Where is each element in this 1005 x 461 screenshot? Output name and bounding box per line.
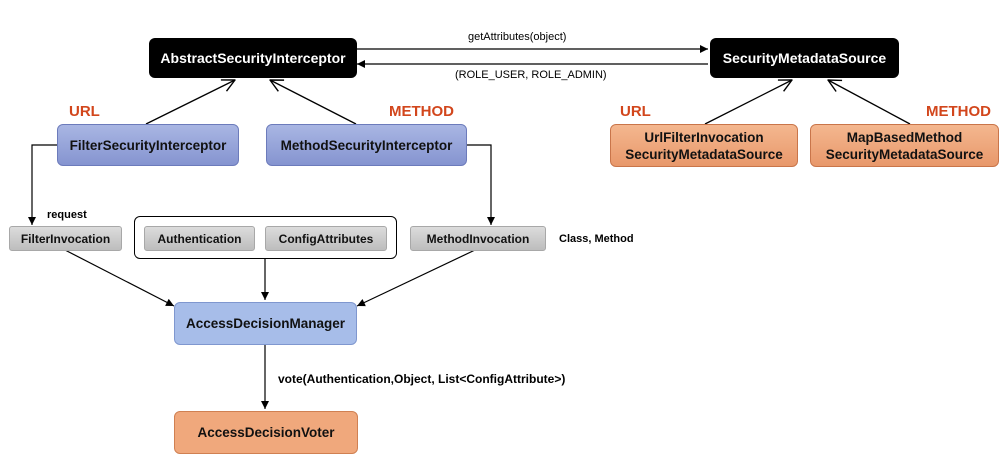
- access-decision-voter: AccessDecisionVoter: [174, 411, 358, 454]
- roles-label: (ROLE_USER, ROLE_ADMIN): [455, 69, 607, 81]
- access-decision-manager: AccessDecisionManager: [174, 302, 357, 345]
- method-invocation: MethodInvocation: [410, 226, 546, 251]
- arrow-methodinv-to-adm: [356, 249, 476, 307]
- url-label-right: URL: [620, 103, 651, 120]
- authentication: Authentication: [144, 226, 255, 251]
- config-attributes: ConfigAttributes: [265, 226, 387, 251]
- url-label-left: URL: [69, 103, 100, 120]
- inherit-method-to-abstract: [270, 80, 357, 125]
- vote-label: vote(Authentication,Object, List<ConfigA…: [278, 372, 566, 386]
- method-label-left: METHOD: [389, 103, 454, 120]
- map-based-method-line1: MapBasedMethod: [846, 129, 963, 145]
- url-filter-invocation-security-metadata-source: UrlFilterInvocation SecurityMetadataSour…: [610, 124, 798, 167]
- filter-security-interceptor: FilterSecurityInterceptor: [57, 124, 239, 166]
- inherit-urlfilter-to-sms: [704, 80, 792, 125]
- map-based-method-line2: SecurityMetadataSource: [825, 146, 984, 162]
- request-label: request: [47, 209, 87, 221]
- arrow-to-method-invocation: [467, 144, 495, 225]
- inherit-filter-to-abstract: [145, 80, 235, 125]
- arrow-to-filter-invocation: [28, 144, 57, 225]
- method-security-interceptor: MethodSecurityInterceptor: [266, 124, 467, 166]
- filter-invocation: FilterInvocation: [9, 226, 122, 251]
- url-filter-invocation-line1: UrlFilterInvocation: [644, 129, 764, 145]
- arrow-filterinv-to-adm: [64, 249, 175, 307]
- security-metadata-source: SecurityMetadataSource: [710, 38, 899, 78]
- method-label-right: METHOD: [926, 103, 991, 120]
- url-filter-invocation-line2: SecurityMetadataSource: [625, 146, 783, 162]
- get-attributes-label: getAttributes(object): [468, 31, 567, 43]
- class-method-label: Class, Method: [559, 233, 634, 245]
- map-based-method-security-metadata-source: MapBasedMethod SecurityMetadataSource: [810, 124, 999, 167]
- inherit-mapbased-to-sms: [828, 80, 911, 125]
- abstract-security-interceptor: AbstractSecurityInterceptor: [149, 38, 357, 78]
